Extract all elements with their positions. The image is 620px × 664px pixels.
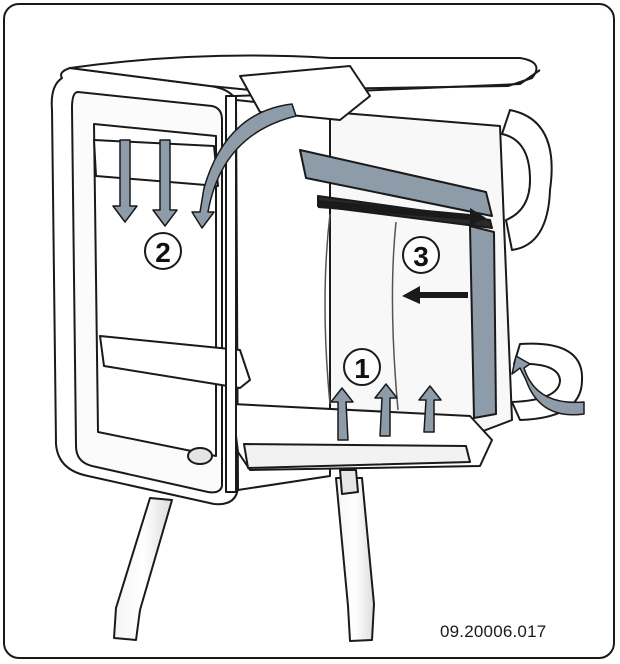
front-left-leg bbox=[113, 497, 173, 641]
top-baffle bbox=[299, 149, 493, 217]
stove-legs bbox=[113, 469, 375, 642]
back-leg bbox=[339, 469, 359, 495]
side-rail bbox=[225, 95, 237, 493]
callout-3-label: 3 bbox=[413, 241, 429, 272]
secondary-air-arrow-mid bbox=[402, 286, 468, 304]
callout-1: 1 bbox=[343, 348, 381, 386]
downflow-arrow-2 bbox=[152, 139, 178, 227]
stove-body bbox=[50, 54, 584, 506]
lower-air-deflector bbox=[99, 335, 251, 389]
curved-airflow-arrow bbox=[191, 103, 297, 229]
callout-2-label: 2 bbox=[155, 237, 171, 268]
upflow-arrow-2 bbox=[374, 383, 398, 437]
rear-air-inlet bbox=[511, 342, 584, 421]
downflow-arrow-1 bbox=[112, 139, 138, 223]
callout-3: 3 bbox=[402, 236, 440, 274]
rear-air-channel bbox=[469, 225, 497, 419]
upflow-arrow-3 bbox=[418, 385, 442, 433]
rear-intake-arrow bbox=[511, 355, 585, 416]
secondary-air-arrow-top bbox=[318, 200, 486, 226]
front-right-leg bbox=[335, 477, 375, 642]
ash-pan bbox=[243, 443, 471, 469]
airflow-arrows bbox=[112, 103, 585, 441]
upflow-arrow-1 bbox=[330, 387, 354, 441]
firebox-liner-left bbox=[324, 213, 331, 405]
firebox-liner-right bbox=[391, 221, 399, 411]
callout-1-label: 1 bbox=[354, 353, 370, 384]
figure-reference-code: 09.20006.017 bbox=[440, 622, 547, 641]
logo-plate bbox=[187, 447, 213, 465]
top-flue-outlet bbox=[501, 109, 553, 251]
top-rail-mechanism bbox=[239, 65, 371, 121]
callout-2: 2 bbox=[144, 232, 182, 270]
secondary-air-arrows bbox=[318, 200, 486, 304]
